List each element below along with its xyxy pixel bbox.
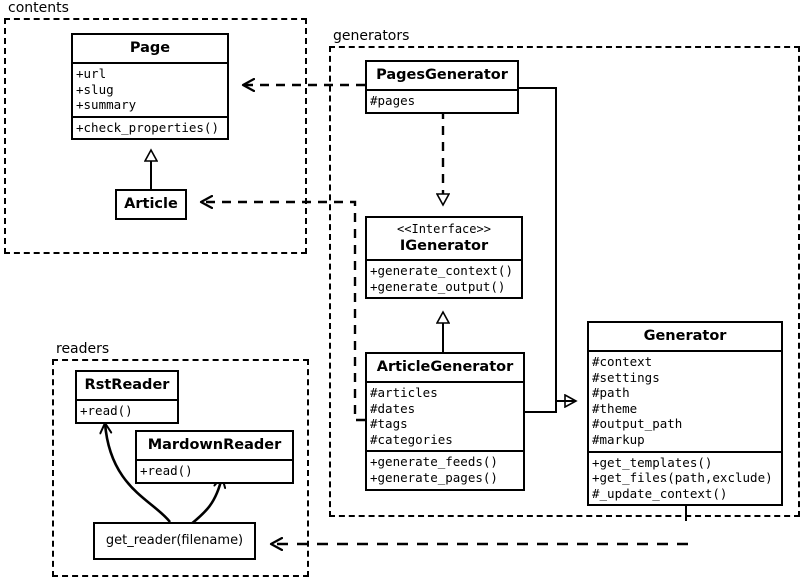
method: +read() [80,403,133,418]
class-mardown-reader-methods: +read() [137,459,292,482]
relation-get-reader-returns-rstreader [99,422,172,523]
attribute: +summary [76,97,137,113]
relation-get-reader-returns-mardownreader [189,476,227,527]
package-readers [52,359,309,577]
package-readers-label: readers [54,341,112,357]
class-article-generator[interactable]: ArticleGenerator #articles #dates #tags … [365,352,525,491]
attribute: #settings [592,369,660,385]
class-mardown-reader-name: MardownReader [147,437,282,453]
attribute: #context [592,354,653,369]
relation-articlegenerator-uses-article [201,202,365,422]
class-generator-name: Generator [643,328,727,344]
class-page-name: Page [129,40,171,56]
class-igenerator-name: IGenerator [399,238,489,254]
class-generator[interactable]: Generator #context #settings #path #them… [587,321,783,507]
method: +generate_context() [370,263,513,278]
class-pages-generator-name: PagesGenerator [376,67,508,83]
class-pages-generator[interactable]: PagesGenerator #pages [365,60,519,114]
attribute: #categories [370,431,453,447]
class-igenerator-stereotype: <<Interface>> [397,222,491,236]
attribute: #theme [592,400,638,416]
attribute: #articles [370,385,438,400]
method: +generate_output() [370,278,506,294]
method: +read() [140,463,193,478]
attribute: +url [76,66,107,81]
package-contents [4,18,307,254]
class-article-generator-methods: +generate_feeds() +generate_pages() [367,450,523,488]
class-generator-attributes: #context #settings #path #theme #output_… [589,350,781,451]
attribute: #tags [370,416,408,432]
class-page-methods: +check_properties() [73,115,227,139]
attribute: #pages [370,93,416,108]
class-pages-generator-attributes: #pages [367,89,517,112]
attribute: #markup [592,431,645,447]
method: #_update_context() [592,485,728,501]
class-igenerator[interactable]: <<Interface>> IGenerator +generate_conte… [365,216,523,300]
method: +get_files(path,exclude) [592,470,773,486]
function-get-reader-label: get_reader(filename) [105,533,244,548]
package-generators-label: generators [331,28,412,44]
function-get-reader[interactable]: get_reader(filename) [93,522,256,560]
attribute: +slug [76,81,114,97]
attribute: #output_path [592,416,683,432]
class-rst-reader-methods: +read() [77,399,177,422]
class-article-generator-name: ArticleGenerator [376,359,514,375]
relation-generator-uses-get-reader [271,502,688,544]
method: +generate_feeds() [370,454,498,470]
method: +generate_pages() [370,469,498,485]
class-rst-reader[interactable]: RstReader +read() [75,370,179,424]
class-generator-methods: +get_templates() +get_files(path,exclude… [589,450,781,505]
class-rst-reader-name: RstReader [84,377,170,393]
method: +get_templates() [592,454,713,470]
class-igenerator-methods: +generate_context() +generate_output() [367,259,521,297]
class-article-name: Article [124,196,178,212]
class-article-generator-attributes: #articles #dates #tags #categories [367,381,523,450]
method: +check_properties() [76,119,219,135]
relation-pagesgenerator-inherits-generator [519,87,576,401]
package-contents-label: contents [6,0,71,16]
class-mardown-reader[interactable]: MardownReader +read() [135,430,294,484]
class-article[interactable]: Article [115,189,187,220]
package-generators [329,46,800,517]
class-page[interactable]: Page +url +slug +summary +check_properti… [71,33,229,141]
class-page-attributes: +url +slug +summary [73,62,227,116]
attribute: #path [592,385,630,401]
relation-articlegenerator-inherits-generator [525,400,576,413]
attribute: #dates [370,400,416,416]
